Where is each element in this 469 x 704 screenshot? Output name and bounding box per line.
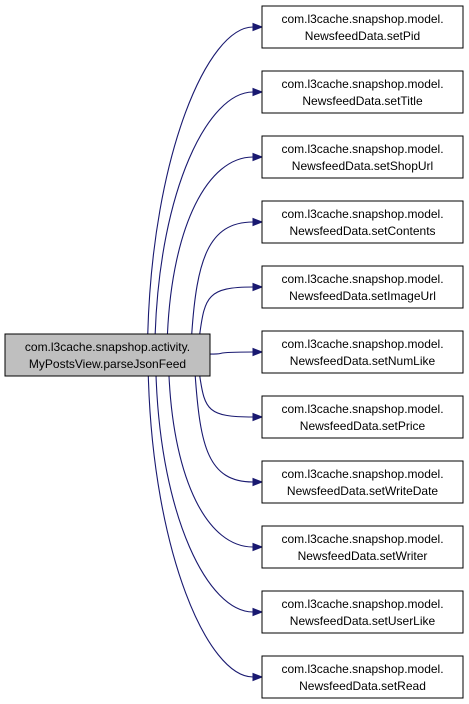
target-node-box: [261, 330, 464, 374]
target-node[interactable]: com.l3cache.snapshop.model. NewsfeedData.…: [261, 395, 464, 439]
source-node-box: [4, 333, 211, 377]
target-node[interactable]: com.l3cache.snapshop.model. NewsfeedData.…: [261, 200, 464, 244]
call-edge-arrowhead: [252, 347, 264, 357]
target-node-line2: NewsfeedData.setNumLike: [290, 354, 436, 368]
target-node[interactable]: com.l3cache.snapshop.model. NewsfeedData.…: [261, 265, 464, 309]
target-node-box: [261, 590, 464, 634]
target-node-line2: NewsfeedData.setWriter: [298, 549, 428, 563]
target-node-line1: com.l3cache.snapshop.model.: [281, 337, 443, 351]
call-edge-arrowhead: [252, 152, 264, 162]
target-node-box: [261, 135, 464, 179]
target-node[interactable]: com.l3cache.snapshop.model. NewsfeedData.…: [261, 70, 464, 114]
call-edge: [191, 221, 254, 335]
target-node-line2: NewsfeedData.setWriteDate: [287, 484, 439, 498]
target-node-box: [261, 460, 464, 504]
target-node-line1: com.l3cache.snapshop.model.: [281, 532, 443, 546]
call-edge: [199, 375, 254, 418]
call-edge-arrowhead: [252, 542, 264, 552]
call-edge-arrowhead: [252, 87, 264, 97]
target-node-line2: NewsfeedData.setImageUrl: [289, 289, 436, 303]
target-node-line2: NewsfeedData.setRead: [299, 679, 426, 693]
call-edge: [194, 375, 254, 483]
target-node[interactable]: com.l3cache.snapshop.model. NewsfeedData.…: [261, 330, 464, 374]
call-edge-arrowhead: [252, 22, 264, 32]
target-node-line1: com.l3cache.snapshop.model.: [281, 402, 443, 416]
target-nodes: com.l3cache.snapshop.model. NewsfeedData.…: [261, 5, 464, 699]
call-edge: [154, 91, 254, 335]
target-node-line1: com.l3cache.snapshop.model.: [281, 207, 443, 221]
target-node-line2: NewsfeedData.setPid: [305, 29, 420, 43]
target-node-box: [261, 525, 464, 569]
target-node-line1: com.l3cache.snapshop.model.: [281, 272, 443, 286]
call-edge-arrowhead: [252, 217, 264, 227]
call-edge-arrowhead: [252, 412, 264, 422]
target-node-line2: NewsfeedData.setTitle: [302, 94, 423, 108]
call-edges: [147, 22, 264, 682]
call-edge: [199, 286, 254, 335]
target-node-box: [261, 5, 464, 49]
target-node-line1: com.l3cache.snapshop.model.: [281, 12, 443, 26]
target-node-line1: com.l3cache.snapshop.model.: [281, 597, 443, 611]
target-node-line2: NewsfeedData.setShopUrl: [292, 159, 433, 173]
call-edge: [147, 375, 254, 678]
target-node-box: [261, 655, 464, 699]
call-edge-arrowhead: [252, 672, 264, 682]
source-node[interactable]: com.l3cache.snapshop.activity. MyPostsVi…: [4, 333, 211, 377]
target-node[interactable]: com.l3cache.snapshop.model. NewsfeedData.…: [261, 655, 464, 699]
call-edge-arrowhead: [252, 607, 264, 617]
call-edge: [155, 375, 254, 613]
target-node-line1: com.l3cache.snapshop.model.: [281, 467, 443, 481]
call-edge: [209, 351, 254, 355]
target-node-box: [261, 265, 464, 309]
source-node-line1: com.l3cache.snapshop.activity.: [25, 340, 190, 354]
target-node-line1: com.l3cache.snapshop.model.: [281, 662, 443, 676]
target-node-box: [261, 200, 464, 244]
call-edge: [147, 26, 254, 335]
target-node-line1: com.l3cache.snapshop.model.: [281, 142, 443, 156]
target-node[interactable]: com.l3cache.snapshop.model. NewsfeedData.…: [261, 5, 464, 49]
target-node[interactable]: com.l3cache.snapshop.model. NewsfeedData.…: [261, 460, 464, 504]
target-node-box: [261, 395, 464, 439]
call-edge-arrowhead: [252, 477, 264, 487]
call-edge: [168, 375, 254, 548]
target-node[interactable]: com.l3cache.snapshop.model. NewsfeedData.…: [261, 525, 464, 569]
target-node[interactable]: com.l3cache.snapshop.model. NewsfeedData.…: [261, 590, 464, 634]
call-edge: [166, 156, 254, 335]
source-node-line2: MyPostsView.parseJsonFeed: [29, 357, 186, 371]
target-node-line2: NewsfeedData.setContents: [289, 224, 435, 238]
target-node-line2: NewsfeedData.setPrice: [300, 419, 426, 433]
target-node-line1: com.l3cache.snapshop.model.: [281, 77, 443, 91]
target-node-box: [261, 70, 464, 114]
target-node[interactable]: com.l3cache.snapshop.model. NewsfeedData.…: [261, 135, 464, 179]
call-edge-arrowhead: [252, 282, 264, 292]
target-node-line2: NewsfeedData.setUserLike: [290, 614, 436, 628]
